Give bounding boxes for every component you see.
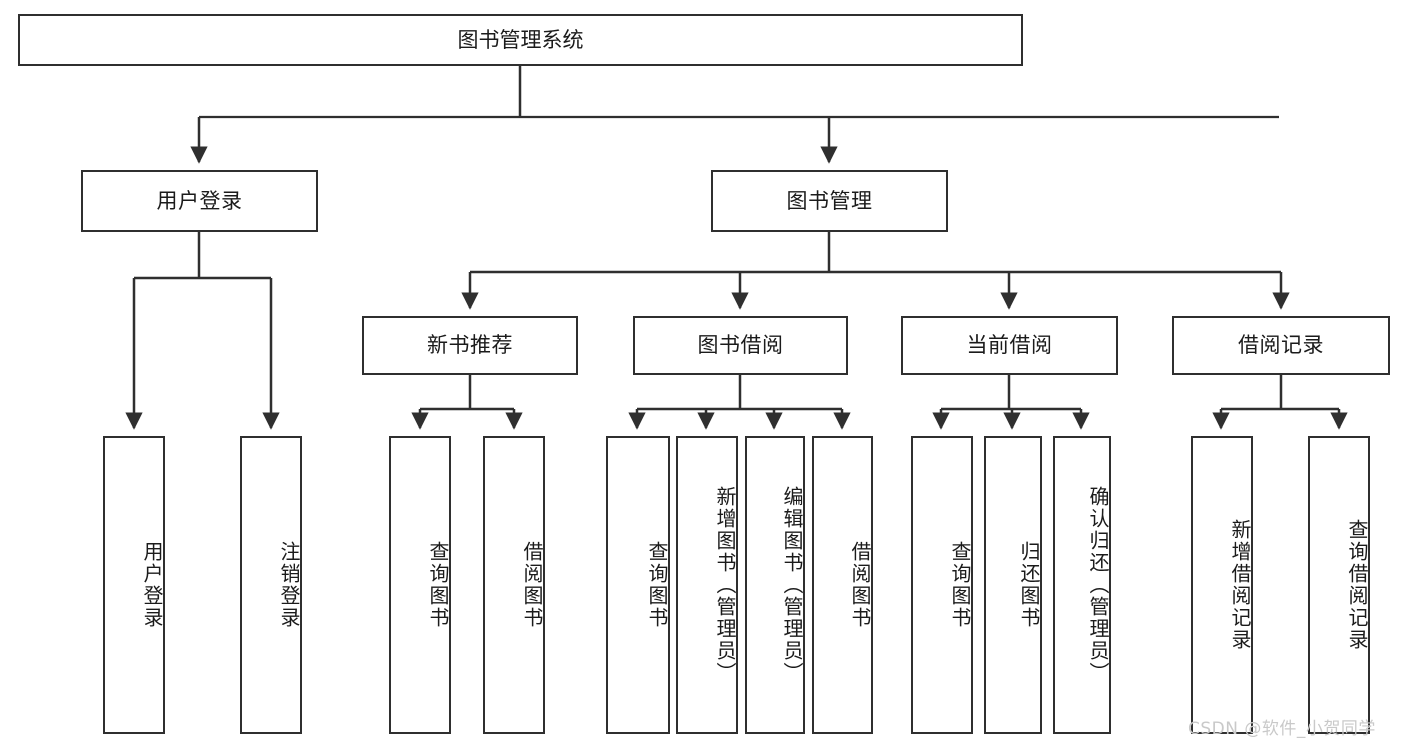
node-leaf-query-book-bw[interactable]: 查询图书: [606, 436, 670, 734]
node-leaf-query-book-cb[interactable]: 查询图书: [911, 436, 973, 734]
watermark: CSDN @软件_小贺同学: [1188, 719, 1376, 739]
node-leaf-label: 查询图书: [426, 541, 450, 629]
node-leaf-label: 查询图书: [645, 541, 669, 629]
node-leaf-label: 查询图书: [948, 541, 972, 629]
node-leaf-add-borrow-record[interactable]: 新增借阅记录: [1191, 436, 1253, 734]
node-book-management-label: 图书管理: [786, 188, 873, 213]
node-leaf-return-book[interactable]: 归还图书: [984, 436, 1042, 734]
node-book-management[interactable]: 图书管理: [711, 170, 948, 232]
node-leaf-label: 用户登录: [140, 541, 164, 629]
node-root[interactable]: 图书管理系统: [18, 14, 1023, 66]
node-new-book-recommend-label: 新书推荐: [427, 333, 513, 358]
node-leaf-user-login[interactable]: 用户登录: [103, 436, 165, 734]
node-leaf-label: 注销登录: [277, 541, 301, 629]
node-leaf-query-book-nb[interactable]: 查询图书: [389, 436, 451, 734]
node-book-borrow-label: 图书借阅: [697, 333, 784, 358]
node-leaf-label: 新增借阅记录: [1228, 519, 1252, 651]
node-leaf-label: 确认归还（管理员）: [1086, 486, 1110, 684]
node-leaf-label: 新增图书（管理员）: [713, 486, 737, 684]
node-leaf-logout[interactable]: 注销登录: [240, 436, 302, 734]
node-current-borrow-label: 当前借阅: [966, 333, 1053, 358]
node-leaf-edit-book-admin[interactable]: 编辑图书（管理员）: [745, 436, 805, 734]
node-leaf-label: 编辑图书（管理员）: [780, 486, 804, 684]
node-root-label: 图书管理系统: [457, 27, 584, 52]
node-leaf-add-book-admin[interactable]: 新增图书（管理员）: [676, 436, 738, 734]
node-leaf-label: 归还图书: [1017, 541, 1041, 629]
node-book-borrow[interactable]: 图书借阅: [633, 316, 848, 375]
node-user-login-label: 用户登录: [156, 188, 243, 213]
node-borrow-record-label: 借阅记录: [1238, 333, 1324, 358]
node-leaf-label: 借阅图书: [520, 541, 544, 629]
node-leaf-query-borrow-record[interactable]: 查询借阅记录: [1308, 436, 1370, 734]
node-leaf-confirm-return-admin[interactable]: 确认归还（管理员）: [1053, 436, 1111, 734]
node-leaf-label: 借阅图书: [848, 541, 872, 629]
node-leaf-label: 查询借阅记录: [1345, 519, 1369, 651]
node-leaf-borrow-book-nb[interactable]: 借阅图书: [483, 436, 545, 734]
node-user-login[interactable]: 用户登录: [81, 170, 318, 232]
node-leaf-borrow-book-bw[interactable]: 借阅图书: [812, 436, 873, 734]
node-borrow-record[interactable]: 借阅记录: [1172, 316, 1390, 375]
node-new-book-recommend[interactable]: 新书推荐: [362, 316, 578, 375]
node-current-borrow[interactable]: 当前借阅: [901, 316, 1118, 375]
